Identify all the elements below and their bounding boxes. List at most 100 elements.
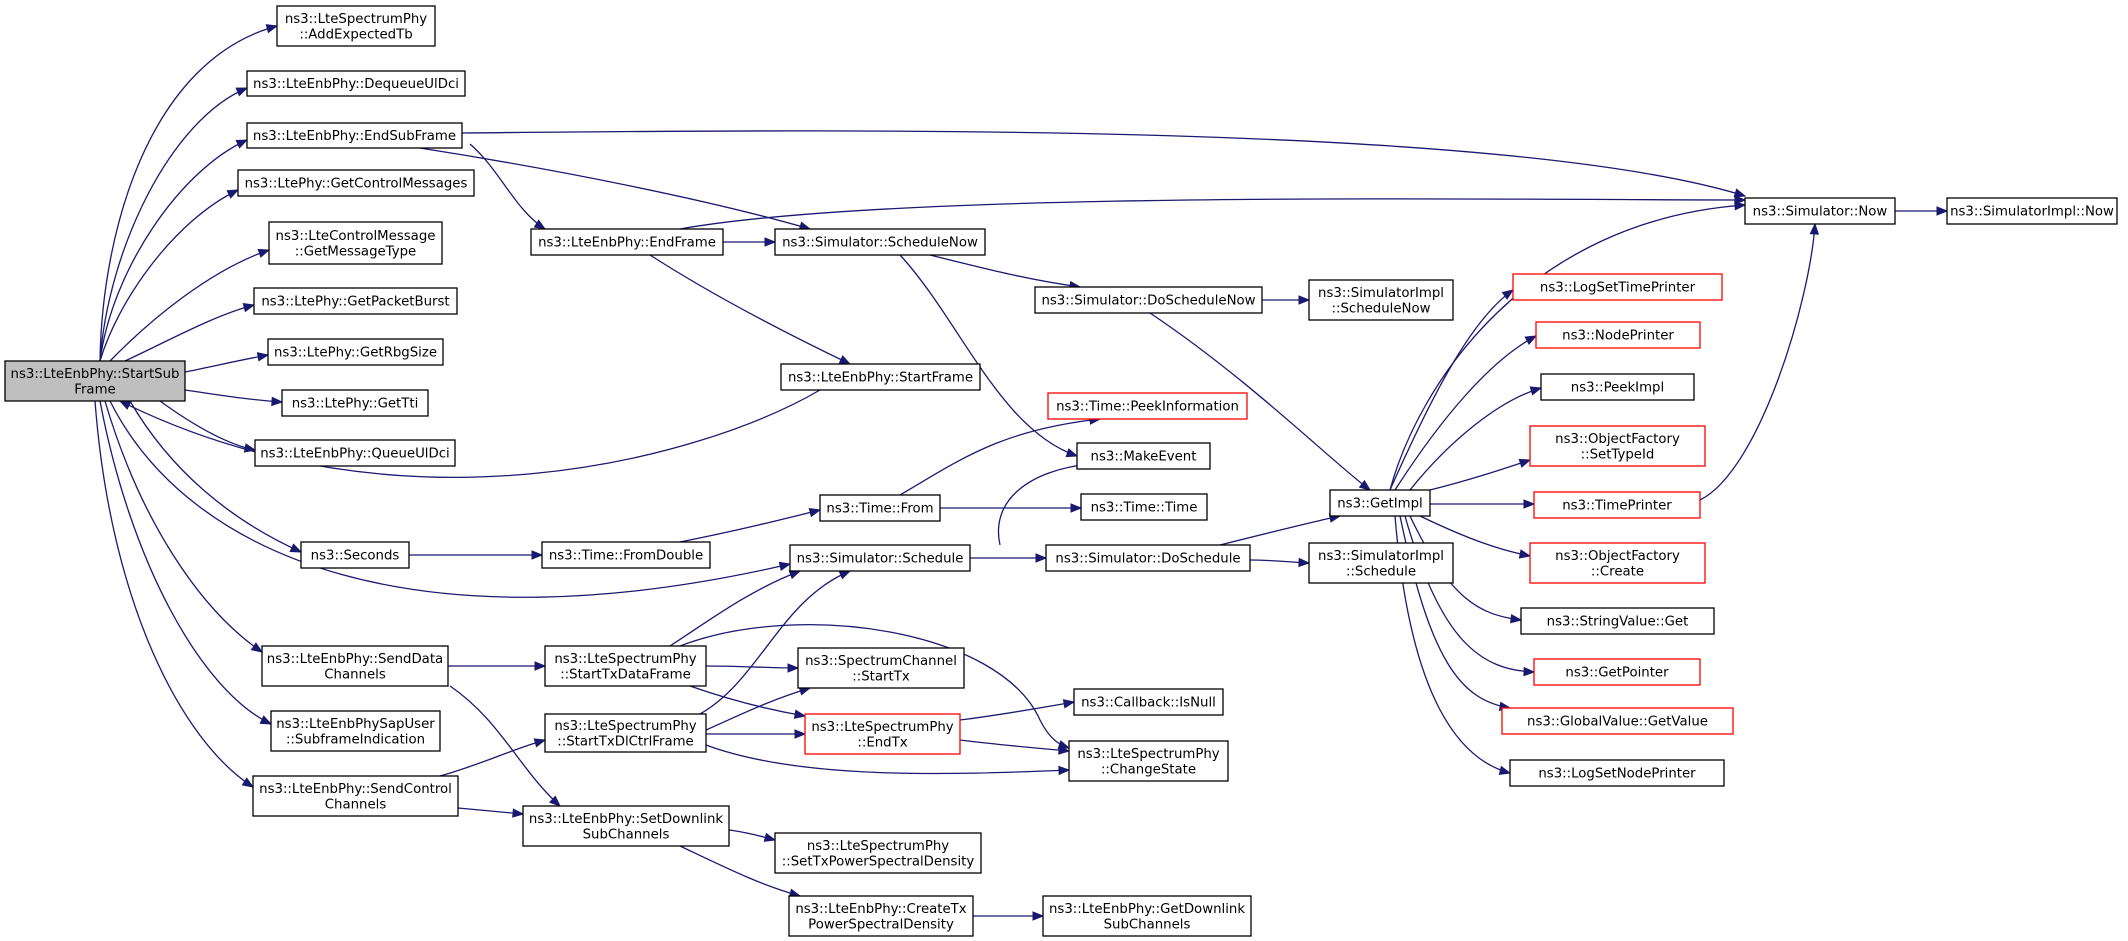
- node-getMessageType[interactable]: ns3::LteControlMessage::GetMessageType: [268, 221, 443, 265]
- edge-line: [997, 463, 1091, 546]
- arrowhead-icon: [1734, 195, 1747, 205]
- node-peekImpl[interactable]: ns3::PeekImpl: [1540, 373, 1695, 401]
- node-dequeueUlDci[interactable]: ns3::LteEnbPhy::DequeueUlDci: [246, 70, 466, 97]
- edge-doSchedule-to-getImpl: [1219, 513, 1342, 546]
- edge-root-to-getControlMessages: [99, 189, 240, 362]
- arrowhead-icon: [1070, 503, 1083, 513]
- node-label: ns3::LteSpectrumPhy: [811, 720, 953, 735]
- node-endSubFrame[interactable]: ns3::LteEnbPhy::EndSubFrame: [246, 122, 463, 149]
- node-subframeIndication[interactable]: ns3::LteEnbPhySapUser::SubframeIndicatio…: [270, 710, 441, 752]
- node-implNow[interactable]: ns3::SimulatorImpl::Now: [1946, 197, 2118, 225]
- node-box: [1535, 321, 1701, 349]
- edge-root-to-sendDataChannels: [104, 400, 264, 653]
- edge-line: [689, 685, 806, 717]
- edge-line: [669, 570, 801, 647]
- node-label: ::SubframeIndication: [286, 732, 425, 747]
- node-simNow[interactable]: ns3::Simulator::Now: [1744, 197, 1896, 225]
- node-globalGetValue[interactable]: ns3::GlobalValue::GetValue: [1501, 707, 1734, 735]
- node-logSetTimePrinter[interactable]: ns3::LogSetTimePrinter: [1512, 273, 1723, 301]
- node-seconds[interactable]: ns3::Seconds: [300, 541, 410, 569]
- edge-line: [1389, 289, 1514, 491]
- node-peekInformation[interactable]: ns3::Time::PeekInformation: [1047, 392, 1248, 420]
- node-setTypeId[interactable]: ns3::ObjectFactory::SetTypeId: [1529, 425, 1706, 467]
- edge-line: [99, 400, 272, 725]
- node-startTxDlCtrlFrame[interactable]: ns3::LteSpectrumPhy::StartTxDlCtrlFrame: [544, 713, 707, 753]
- arrowhead-icon: [1524, 335, 1538, 346]
- node-queueUlDci[interactable]: ns3::LteEnbPhy::QueueUlDci: [254, 439, 456, 467]
- node-label: ns3::LtePhy::GetControlMessages: [245, 177, 468, 192]
- node-setTxPsd[interactable]: ns3::LteSpectrumPhy::SetTxPowerSpectralD…: [774, 832, 982, 874]
- node-timeFrom[interactable]: ns3::Time::From: [819, 494, 941, 522]
- node-startTxDataFrame[interactable]: ns3::LteSpectrumPhy::StartTxDataFrame: [544, 645, 707, 687]
- arrowhead-icon: [533, 219, 547, 230]
- node-endTx[interactable]: ns3::LteSpectrumPhy::EndTx: [804, 713, 961, 755]
- node-factoryCreate[interactable]: ns3::ObjectFactory::Create: [1529, 542, 1706, 584]
- node-box: [1501, 707, 1734, 735]
- arrowhead-icon: [533, 738, 547, 748]
- node-implScheduleNow[interactable]: ns3::SimulatorImpl::ScheduleNow: [1308, 279, 1454, 321]
- edge-endSubFrame-to-endFrame: [469, 143, 547, 230]
- node-label: ::StartTxDataFrame: [560, 667, 691, 682]
- node-box: [1529, 425, 1706, 467]
- node-box: [819, 494, 941, 522]
- node-box: [797, 647, 965, 689]
- node-box: [788, 895, 974, 937]
- node-label: ns3::Simulator::Now: [1753, 205, 1888, 220]
- node-box: [261, 645, 449, 687]
- node-callbackIsNull[interactable]: ns3::Callback::IsNull: [1073, 688, 1224, 716]
- node-getImpl[interactable]: ns3::GetImpl: [1329, 489, 1431, 517]
- node-stringValueGet[interactable]: ns3::StringValue::Get: [1520, 607, 1715, 635]
- node-fromDouble[interactable]: ns3::Time::FromDouble: [541, 541, 711, 569]
- node-label: ns3::LteSpectrumPhy: [285, 12, 427, 27]
- node-label: Frame: [74, 382, 115, 397]
- node-label: ::AddExpectedTb: [299, 27, 412, 42]
- node-getControlMessages[interactable]: ns3::LtePhy::GetControlMessages: [237, 169, 475, 197]
- node-doSchedule[interactable]: ns3::Simulator::DoSchedule: [1045, 544, 1251, 572]
- node-getTti[interactable]: ns3::LtePhy::GetTti: [281, 389, 429, 417]
- node-timeTime[interactable]: ns3::Time::Time: [1080, 493, 1208, 521]
- node-box: [1042, 895, 1252, 937]
- node-box: [1034, 286, 1263, 314]
- edge-line: [1429, 459, 1531, 491]
- node-startFrame[interactable]: ns3::LteEnbPhy::StartFrame: [780, 363, 981, 391]
- node-simSchedule[interactable]: ns3::Simulator::Schedule: [789, 544, 971, 572]
- node-box: [1308, 542, 1454, 584]
- edge-scheduleNow-to-makeEvent: [899, 254, 1079, 458]
- edge-getImpl-to-timePrinter: [1430, 499, 1536, 509]
- node-label: ::StartTxDlCtrlFrame: [557, 734, 693, 749]
- arrowhead-icon: [118, 400, 132, 410]
- node-channelStartTx[interactable]: ns3::SpectrumChannel::StartTx: [797, 647, 965, 689]
- node-scheduleNow[interactable]: ns3::Simulator::ScheduleNow: [774, 228, 986, 256]
- node-doScheduleNow[interactable]: ns3::Simulator::DoScheduleNow: [1034, 286, 1263, 314]
- edge-line: [419, 147, 811, 230]
- node-logSetNodePrinter[interactable]: ns3::LogSetNodePrinter: [1509, 759, 1725, 787]
- node-label: ns3::LteEnbPhy::SendControl: [259, 782, 452, 797]
- node-endFrame[interactable]: ns3::LteEnbPhy::EndFrame: [530, 228, 724, 256]
- node-box: [774, 228, 986, 256]
- node-changeState[interactable]: ns3::LteSpectrumPhy::ChangeState: [1068, 740, 1229, 782]
- node-getPacketBurst[interactable]: ns3::LtePhy::GetPacketBurst: [253, 287, 458, 315]
- node-nodePrinter[interactable]: ns3::NodePrinter: [1535, 321, 1701, 349]
- node-getRbgSize[interactable]: ns3::LtePhy::GetRbgSize: [267, 338, 444, 366]
- node-makeEvent[interactable]: ns3::MakeEvent: [1076, 442, 1211, 470]
- node-label: ns3::LteEnbPhy::StartSub: [11, 367, 180, 382]
- node-addExpectedTb[interactable]: ns3::LteSpectrumPhy::AddExpectedTb: [276, 5, 436, 47]
- node-timePrinter[interactable]: ns3::TimePrinter: [1533, 491, 1701, 519]
- arrowhead-icon: [1936, 206, 1949, 216]
- node-label: ns3::Simulator::DoSchedule: [1055, 552, 1240, 567]
- edge-endSubFrame-to-scheduleNow: [419, 147, 812, 231]
- arrowhead-icon: [242, 303, 256, 313]
- node-implSchedule[interactable]: ns3::SimulatorImpl::Schedule: [1308, 542, 1454, 584]
- edge-line: [1389, 204, 1746, 491]
- node-getPointer[interactable]: ns3::GetPointer: [1533, 658, 1701, 686]
- node-box: [267, 338, 444, 366]
- edge-root-to-sendControlChannels: [94, 400, 255, 788]
- node-createTxPsd[interactable]: ns3::LteEnbPhy::CreateTxPowerSpectralDen…: [788, 895, 974, 937]
- edge-line: [705, 687, 811, 731]
- node-box: [1045, 544, 1251, 572]
